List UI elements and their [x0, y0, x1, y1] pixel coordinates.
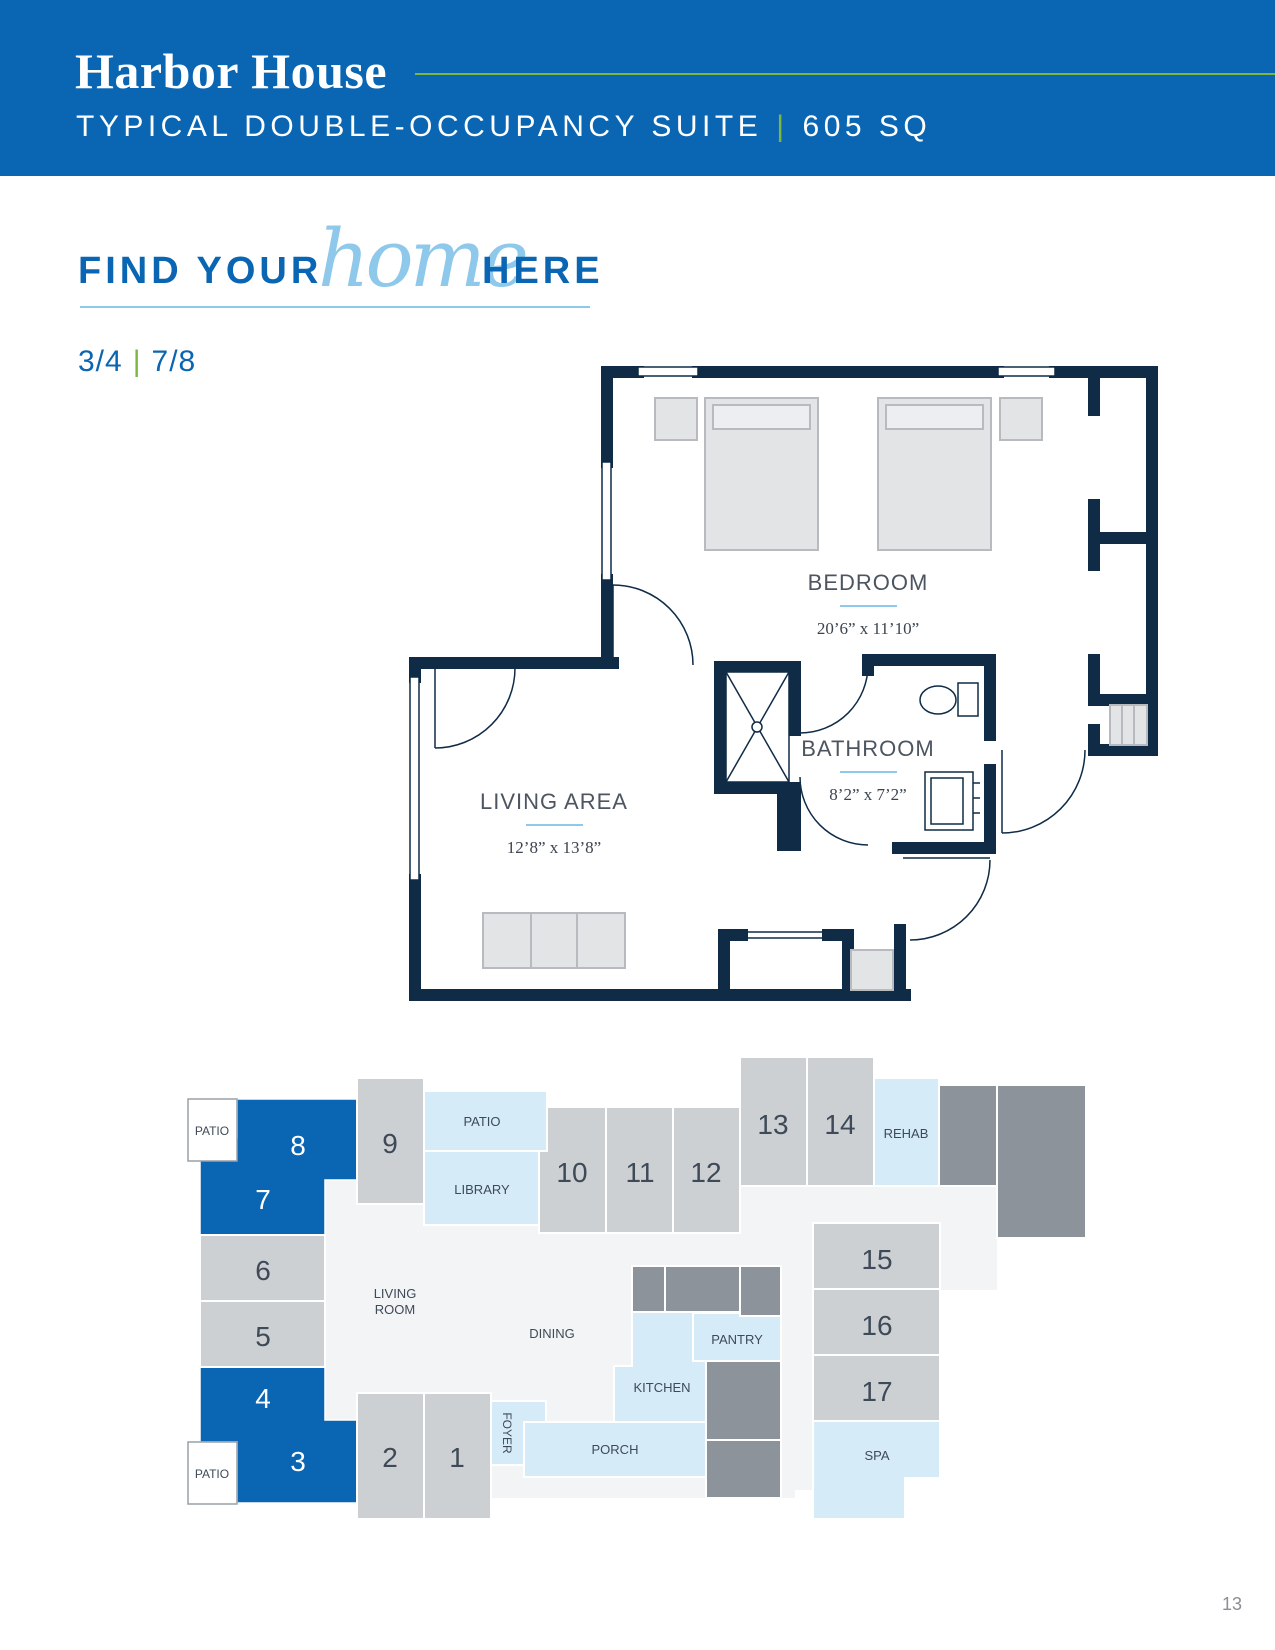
- site-map-highlighted-units: [199, 1098, 358, 1504]
- page-title: Harbor House: [75, 43, 388, 99]
- site-map-units: [199, 1056, 941, 1520]
- bathroom-dimensions: 8’2” x 7’2”: [829, 785, 906, 804]
- patio-label-top-left: PATIO: [195, 1124, 229, 1138]
- unit-number-12: 12: [690, 1157, 721, 1188]
- suite-size: 605 SQ: [802, 110, 932, 143]
- floor-plan-fixtures: [725, 671, 980, 831]
- unit-number-14: 14: [824, 1109, 855, 1140]
- unit-separator: |: [132, 345, 142, 378]
- unit-pair-left: 3/4: [78, 345, 123, 378]
- floor-plan-walls: [409, 366, 1158, 1001]
- patio-top-left: [187, 1098, 238, 1162]
- subtitle-separator: |: [776, 110, 789, 143]
- rehab-label: REHAB: [884, 1126, 929, 1141]
- living-room-label-line-1: LIVING: [374, 1286, 417, 1301]
- tagline-find-your: FIND YOUR: [78, 250, 323, 292]
- page-number: 13: [1222, 1594, 1243, 1614]
- unit-number-16: 16: [861, 1310, 892, 1341]
- patio-label-bottom-left: PATIO: [195, 1467, 229, 1481]
- porch-label: PORCH: [592, 1442, 639, 1457]
- foyer-label: FOYER: [500, 1412, 514, 1454]
- tagline-rule-right: [336, 306, 590, 308]
- site-map-amenities: [423, 1077, 941, 1520]
- unit-number-3: 3: [290, 1446, 306, 1477]
- pillow-left: [712, 404, 811, 430]
- nightstand-left: [654, 397, 698, 441]
- dining-label: DINING: [529, 1326, 575, 1341]
- bedroom-label: BEDROOM: [808, 570, 929, 595]
- unit-number-6: 6: [255, 1255, 271, 1286]
- site-map-patios: [187, 1098, 238, 1505]
- kitchen-label: KITCHEN: [633, 1380, 690, 1395]
- bathroom-label: BATHROOM: [801, 736, 934, 761]
- patio-bottom-left: [187, 1441, 238, 1505]
- unit-number-9: 9: [382, 1128, 398, 1159]
- unit-numbers: 3/4 | 7/8: [78, 345, 196, 379]
- suite-type: TYPICAL DOUBLE-OCCUPANCY SUITE: [76, 110, 763, 143]
- patio-label: PATIO: [463, 1114, 500, 1129]
- site-map-service: [631, 1084, 1087, 1499]
- nightstand-right: [999, 397, 1043, 441]
- title-rule: [415, 73, 1275, 75]
- tagline-home: home: [318, 212, 529, 305]
- header-banner: Harbor House TYPICAL DOUBLE-OCCUPANCY SU…: [0, 0, 1275, 176]
- living-area-dimensions: 12’8” x 13’8”: [507, 838, 601, 857]
- floor-plan-windows: [409, 366, 1056, 881]
- floor-plan-furniture: [482, 397, 1148, 991]
- closet-shelves: [1109, 704, 1148, 746]
- living-room-label-line-2: ROOM: [375, 1302, 415, 1317]
- unit-pair-right: 7/8: [151, 345, 197, 378]
- unit-number-17: 17: [861, 1376, 892, 1407]
- sink: [924, 771, 974, 831]
- storage-shelves: [850, 949, 894, 991]
- bedroom-dimensions: 20’6” x 11’10”: [817, 619, 919, 638]
- sofa: [482, 912, 626, 969]
- pillow-right: [885, 404, 984, 430]
- unit-number-11: 11: [625, 1157, 654, 1188]
- library-label: LIBRARY: [454, 1182, 510, 1197]
- unit-number-15: 15: [861, 1244, 892, 1275]
- unit-number-4: 4: [255, 1383, 271, 1414]
- tagline-here: HERE: [482, 250, 604, 292]
- unit-number-2: 2: [382, 1442, 398, 1473]
- living-area-label: LIVING AREA: [480, 789, 628, 814]
- page-subtitle: TYPICAL DOUBLE-OCCUPANCY SUITE | 605 SQ: [76, 110, 931, 144]
- spa-label: SPA: [864, 1448, 889, 1463]
- unit-number-5: 5: [255, 1321, 271, 1352]
- tagline-rule-left: [80, 306, 336, 308]
- unit-number-13: 13: [757, 1109, 788, 1140]
- unit-number-7: 7: [255, 1184, 271, 1215]
- pantry-label: PANTRY: [711, 1332, 763, 1347]
- unit-number-10: 10: [556, 1157, 587, 1188]
- floor-plan-doors: [434, 584, 1086, 941]
- toilet: [919, 685, 957, 715]
- unit-number-1: 1: [449, 1442, 465, 1473]
- unit-number-8: 8: [290, 1130, 306, 1161]
